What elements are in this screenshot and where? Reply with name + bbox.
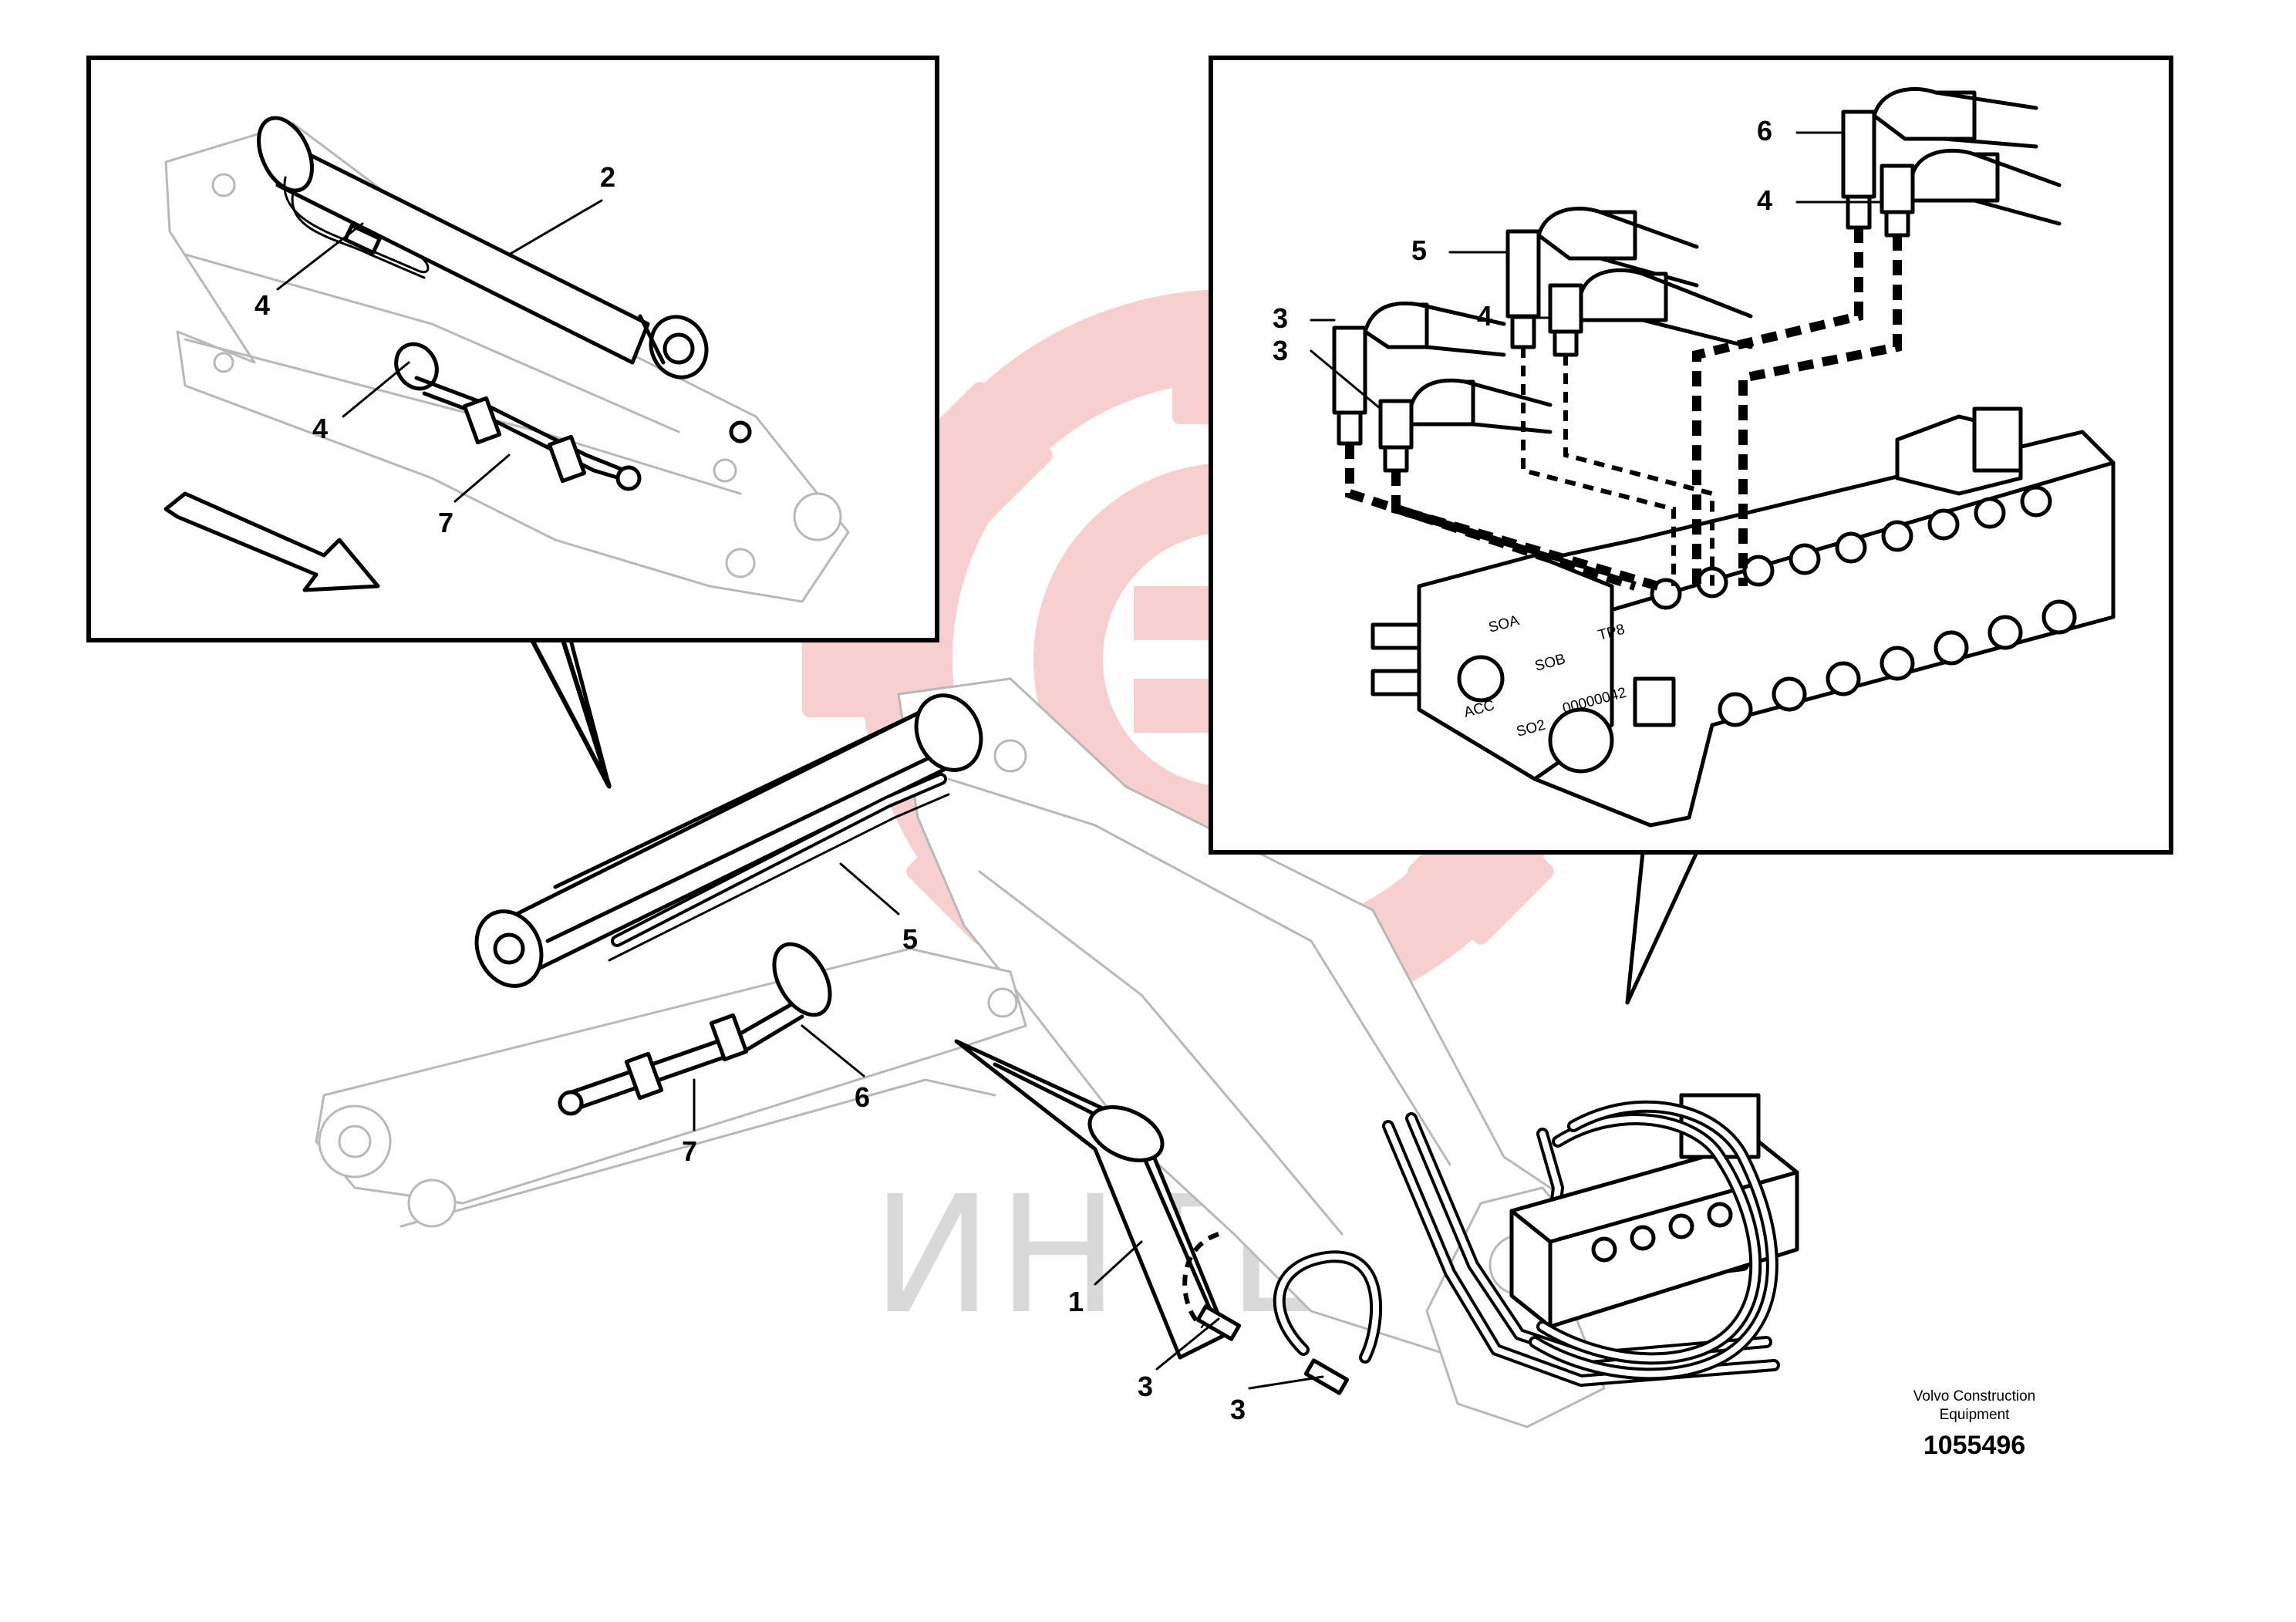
boom-inner-edge bbox=[947, 777, 1451, 1166]
bucket-pipe-assembly bbox=[558, 942, 832, 1116]
boom-cylinder bbox=[954, 1039, 1229, 1360]
routing-lines bbox=[1345, 228, 1902, 591]
arm-cylinder-hose-upper-inner bbox=[614, 776, 944, 944]
arm-pivot-left-hole bbox=[338, 1125, 372, 1158]
callout-7-main: 7 bbox=[682, 1135, 697, 1167]
boom-inner-edge-2 bbox=[978, 870, 1344, 1236]
left-inset-cylinder bbox=[257, 116, 709, 379]
callout-3-main-right: 3 bbox=[1230, 1394, 1246, 1425]
callout-4-left-upper: 4 bbox=[255, 289, 270, 321]
fitting-main-3b bbox=[1303, 1358, 1350, 1395]
fitting-6 bbox=[1841, 86, 2038, 230]
callout-1-main: 1 bbox=[1068, 1286, 1084, 1317]
fitting-5 bbox=[1505, 206, 1699, 349]
control-valve-large bbox=[1371, 406, 2116, 828]
callout-5-main: 5 bbox=[902, 923, 918, 955]
callout-4-right-lower: 4 bbox=[1477, 300, 1492, 332]
arm-cylinder-hose-lower bbox=[608, 793, 950, 962]
callout-3-right-lower: 3 bbox=[1273, 335, 1288, 366]
caption-company-line2: Equipment bbox=[1940, 1407, 2011, 1423]
callout-7-left: 7 bbox=[438, 507, 453, 538]
callout-2: 2 bbox=[600, 161, 615, 193]
callout-3-main-left: 3 bbox=[1138, 1371, 1153, 1402]
arm-lower-edge bbox=[400, 1078, 996, 1228]
main-boom-view bbox=[315, 677, 1799, 1428]
valve-hose-loops bbox=[1529, 1100, 1778, 1381]
callout-3-right-upper: 3 bbox=[1273, 302, 1288, 334]
callout-labels: 2 4 4 7 6 4 5 4 3 3 5 6 7 1 3 3 bbox=[255, 115, 1772, 1425]
caption-company-line1: Volvo Construction bbox=[1913, 1388, 2035, 1404]
arm-pivot-right bbox=[407, 1179, 457, 1228]
callout-4-left-lower: 4 bbox=[312, 413, 328, 444]
leader-lines bbox=[276, 131, 1883, 1390]
boom-mid-pin bbox=[987, 987, 1018, 1018]
arm-cylinder bbox=[474, 693, 983, 988]
left-detail-inset bbox=[86, 56, 939, 789]
drawing-caption: Volvo Construction Equipment 1055496 bbox=[1913, 1388, 2035, 1460]
callout-4-right-upper: 4 bbox=[1757, 184, 1772, 216]
right-detail-inset: SOA SOB ACC SO2 TP8 00000042 bbox=[1209, 56, 2173, 1005]
fitting-main-3a bbox=[1195, 1304, 1242, 1341]
direction-arrow bbox=[164, 491, 380, 592]
callout-5-right: 5 bbox=[1411, 234, 1427, 266]
boom-top-pin bbox=[993, 739, 1027, 773]
callout-6-right: 6 bbox=[1757, 115, 1772, 147]
fitting-4-top bbox=[1880, 148, 2062, 238]
caption-drawing-number: 1055496 bbox=[1923, 1431, 2025, 1460]
left-inset-pipe bbox=[394, 342, 642, 491]
callout-6-main: 6 bbox=[855, 1081, 870, 1113]
right-inset-pointer bbox=[1625, 850, 1699, 1005]
